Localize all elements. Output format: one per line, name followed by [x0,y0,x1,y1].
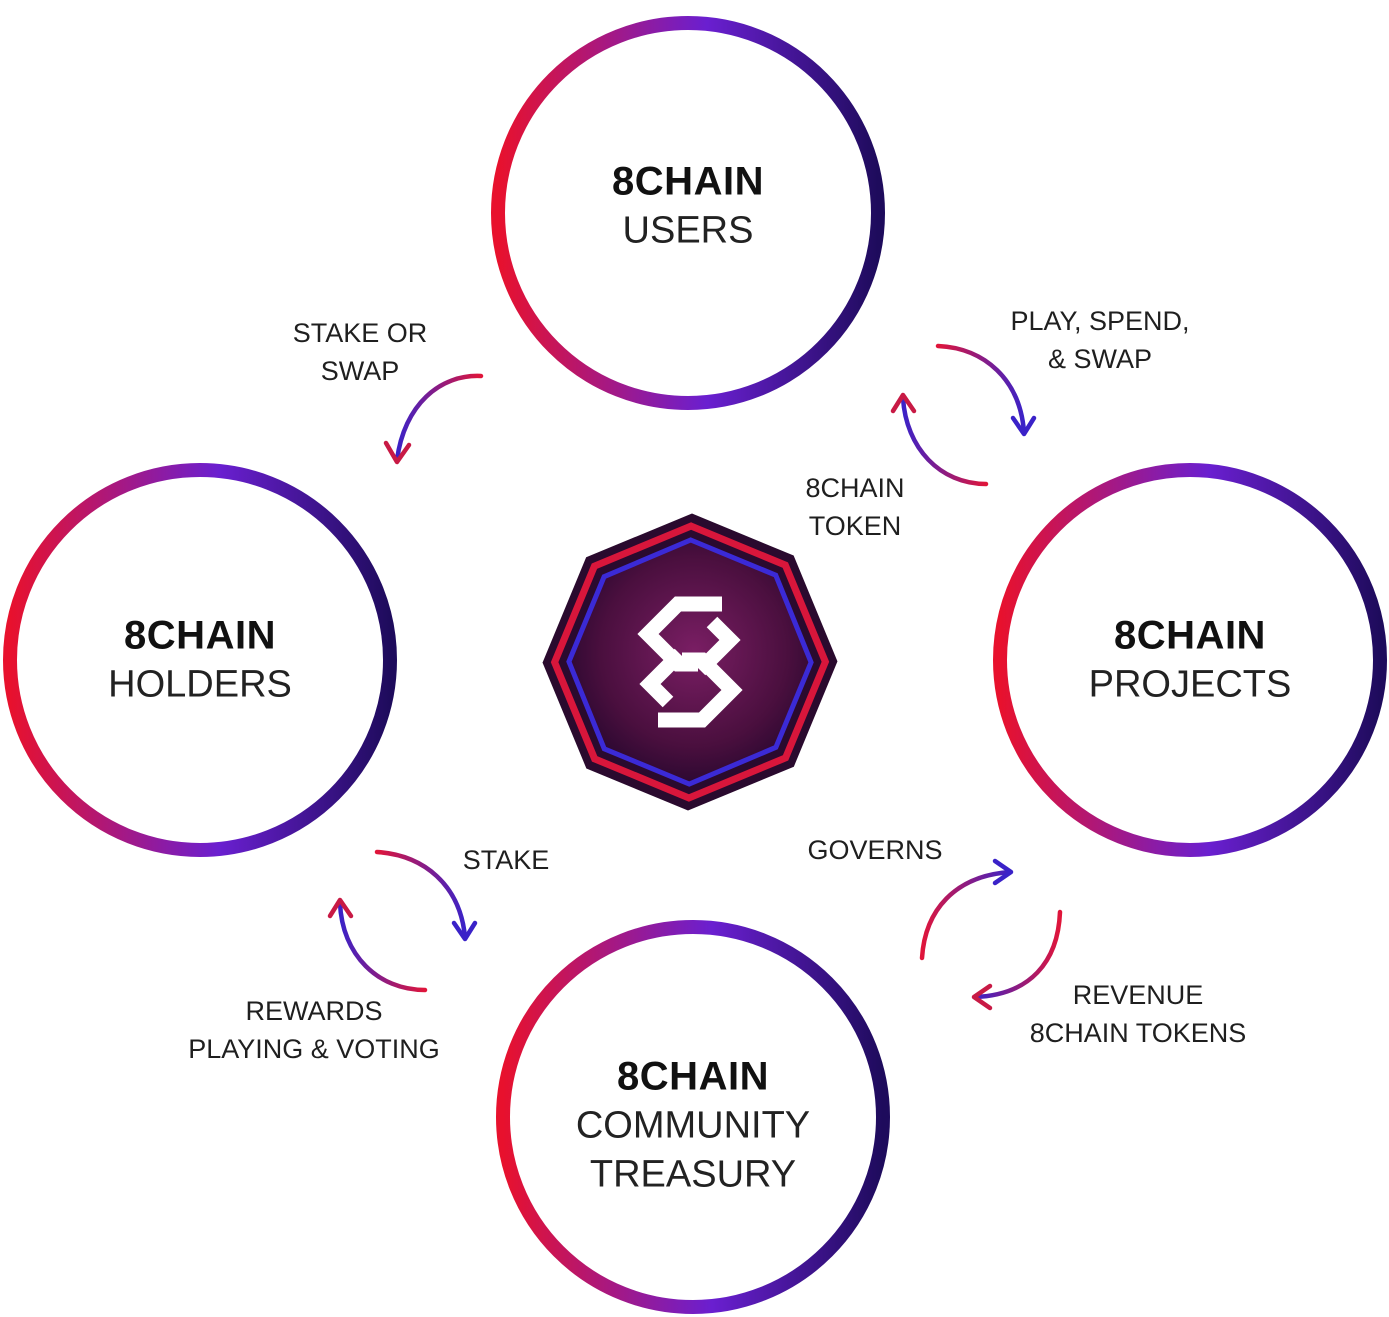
treasury-node: 8CHAIN COMMUNITY TREASURY [576,1052,810,1201]
holders-node: 8CHAIN HOLDERS [108,610,292,709]
projects-to-users-arrow [890,392,989,487]
projects-node: 8CHAIN PROJECTS [1089,610,1292,709]
treasury-to-holders-arrow [327,897,428,993]
treasury-to-holders-label: REWARDS PLAYING & VOTING [188,993,440,1069]
projects-to-treasury-arrow [971,909,1063,1011]
projects-node-role: PROJECTS [1088,663,1292,706]
label-line: & SWAP [1047,344,1153,374]
treasury-to-projects-arrow [919,858,1014,961]
projects-node-brand: 8CHAIN [1114,613,1266,658]
holders-to-treasury-arrow [374,849,478,942]
users-node-role: USERS [622,209,754,252]
users-ring [491,16,885,410]
treasury-node-role-line-2: TREASURY [589,1154,797,1196]
label-line: TOKEN [808,511,902,541]
label-line: STAKE OR [292,318,428,349]
treasury-to-projects-label: GOVERNS [807,832,942,870]
8chain-logo-icon [542,513,838,811]
label-line: REWARDS [245,996,383,1027]
treasury-node-brand: 8CHAIN [617,1054,769,1099]
projects-ring [993,463,1387,857]
label-line: PLAY, SPEND, [1010,306,1190,337]
label-line: STAKE [462,845,550,876]
users-node: 8CHAIN USERS [612,156,764,255]
users-to-holders-arrow [383,373,484,465]
label-line: SWAP [320,356,400,386]
holders-ring [3,463,397,857]
label-line: 8CHAIN [805,473,905,504]
users-to-projects-arrow [935,343,1037,437]
users-to-holders-label: STAKE OR SWAP [293,315,428,391]
treasury-node-role-line-1: COMMUNITY [575,1104,811,1147]
label-line: REVENUE [1072,980,1204,1011]
projects-to-users-label: 8CHAIN TOKEN [805,470,904,546]
holders-to-treasury-label: STAKE [463,842,550,880]
users-node-brand: 8CHAIN [612,159,764,204]
label-line: PLAYING & VOTING [188,1034,440,1064]
holders-node-role: HOLDERS [108,663,292,706]
projects-to-treasury-label: REVENUE 8CHAIN TOKENS [1030,977,1247,1053]
label-line: GOVERNS [807,835,943,866]
users-to-projects-label: PLAY, SPEND, & SWAP [1010,303,1189,379]
label-line: 8CHAIN TOKENS [1029,1018,1247,1048]
holders-node-brand: 8CHAIN [124,613,276,658]
treasury-ring [496,920,890,1314]
